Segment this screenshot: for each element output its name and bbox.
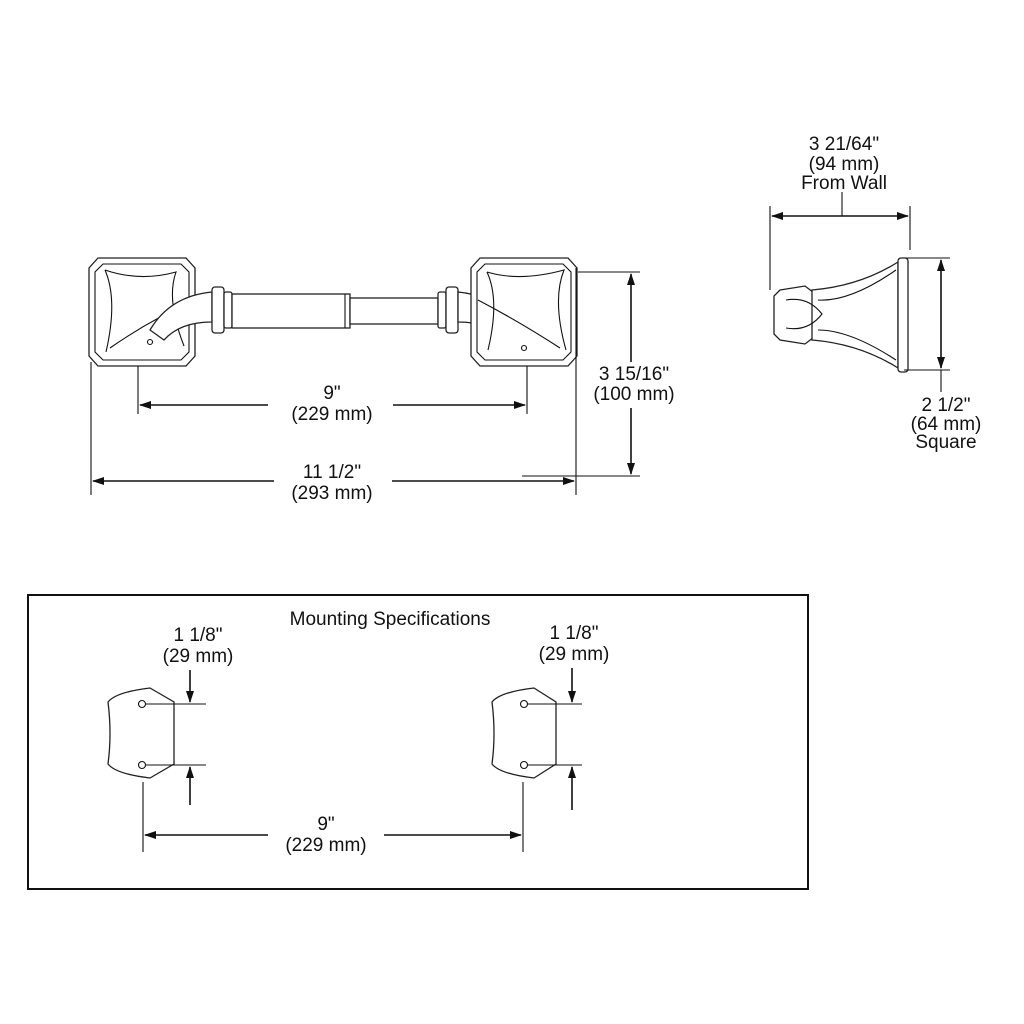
overall-width-imperial: 11 1/2" [303, 462, 361, 483]
inner-width-imperial: 9" [323, 383, 340, 404]
height-imperial: 3 15/16" [599, 364, 669, 385]
mounting-title: Mounting Specifications [290, 609, 491, 630]
overall-width-metric: (293 mm) [291, 483, 372, 504]
left-mounting-bracket [107, 687, 175, 779]
right-spacing-imperial: 1 1/8" [549, 623, 598, 644]
left-spacing-imperial: 1 1/8" [173, 625, 222, 646]
projection-metric: (94 mm) [809, 154, 880, 175]
left-spacing-metric: (29 mm) [163, 646, 234, 667]
projection-imperial: 3 21/64" [809, 134, 879, 155]
right-mounting-bracket [491, 687, 557, 779]
side-profile [773, 257, 909, 373]
inner-width-metric: (229 mm) [291, 404, 372, 425]
center-spacing-metric: (229 mm) [285, 835, 366, 856]
side-view: 3 21/64" (94 mm) From Wall 2 1/2" (64 mm… [769, 134, 982, 453]
mounting-specifications-panel: Mounting Specifications 1 1/8" (29 mm) 1… [27, 594, 809, 890]
left-collar [211, 286, 233, 334]
projection-note: From Wall [801, 173, 887, 194]
roller-rod [231, 293, 439, 329]
base-imperial: 2 1/2" [921, 395, 970, 416]
front-view: 9" (229 mm) 11 1/2" (293 mm) 3 15/16" (1… [88, 257, 675, 504]
height-metric: (100 mm) [593, 384, 674, 405]
base-note: Square [915, 432, 976, 453]
center-spacing-imperial: 9" [317, 814, 334, 835]
base-metric: (64 mm) [911, 414, 982, 435]
right-spacing-metric: (29 mm) [539, 644, 610, 665]
right-post [470, 257, 578, 367]
right-collar [437, 286, 459, 334]
